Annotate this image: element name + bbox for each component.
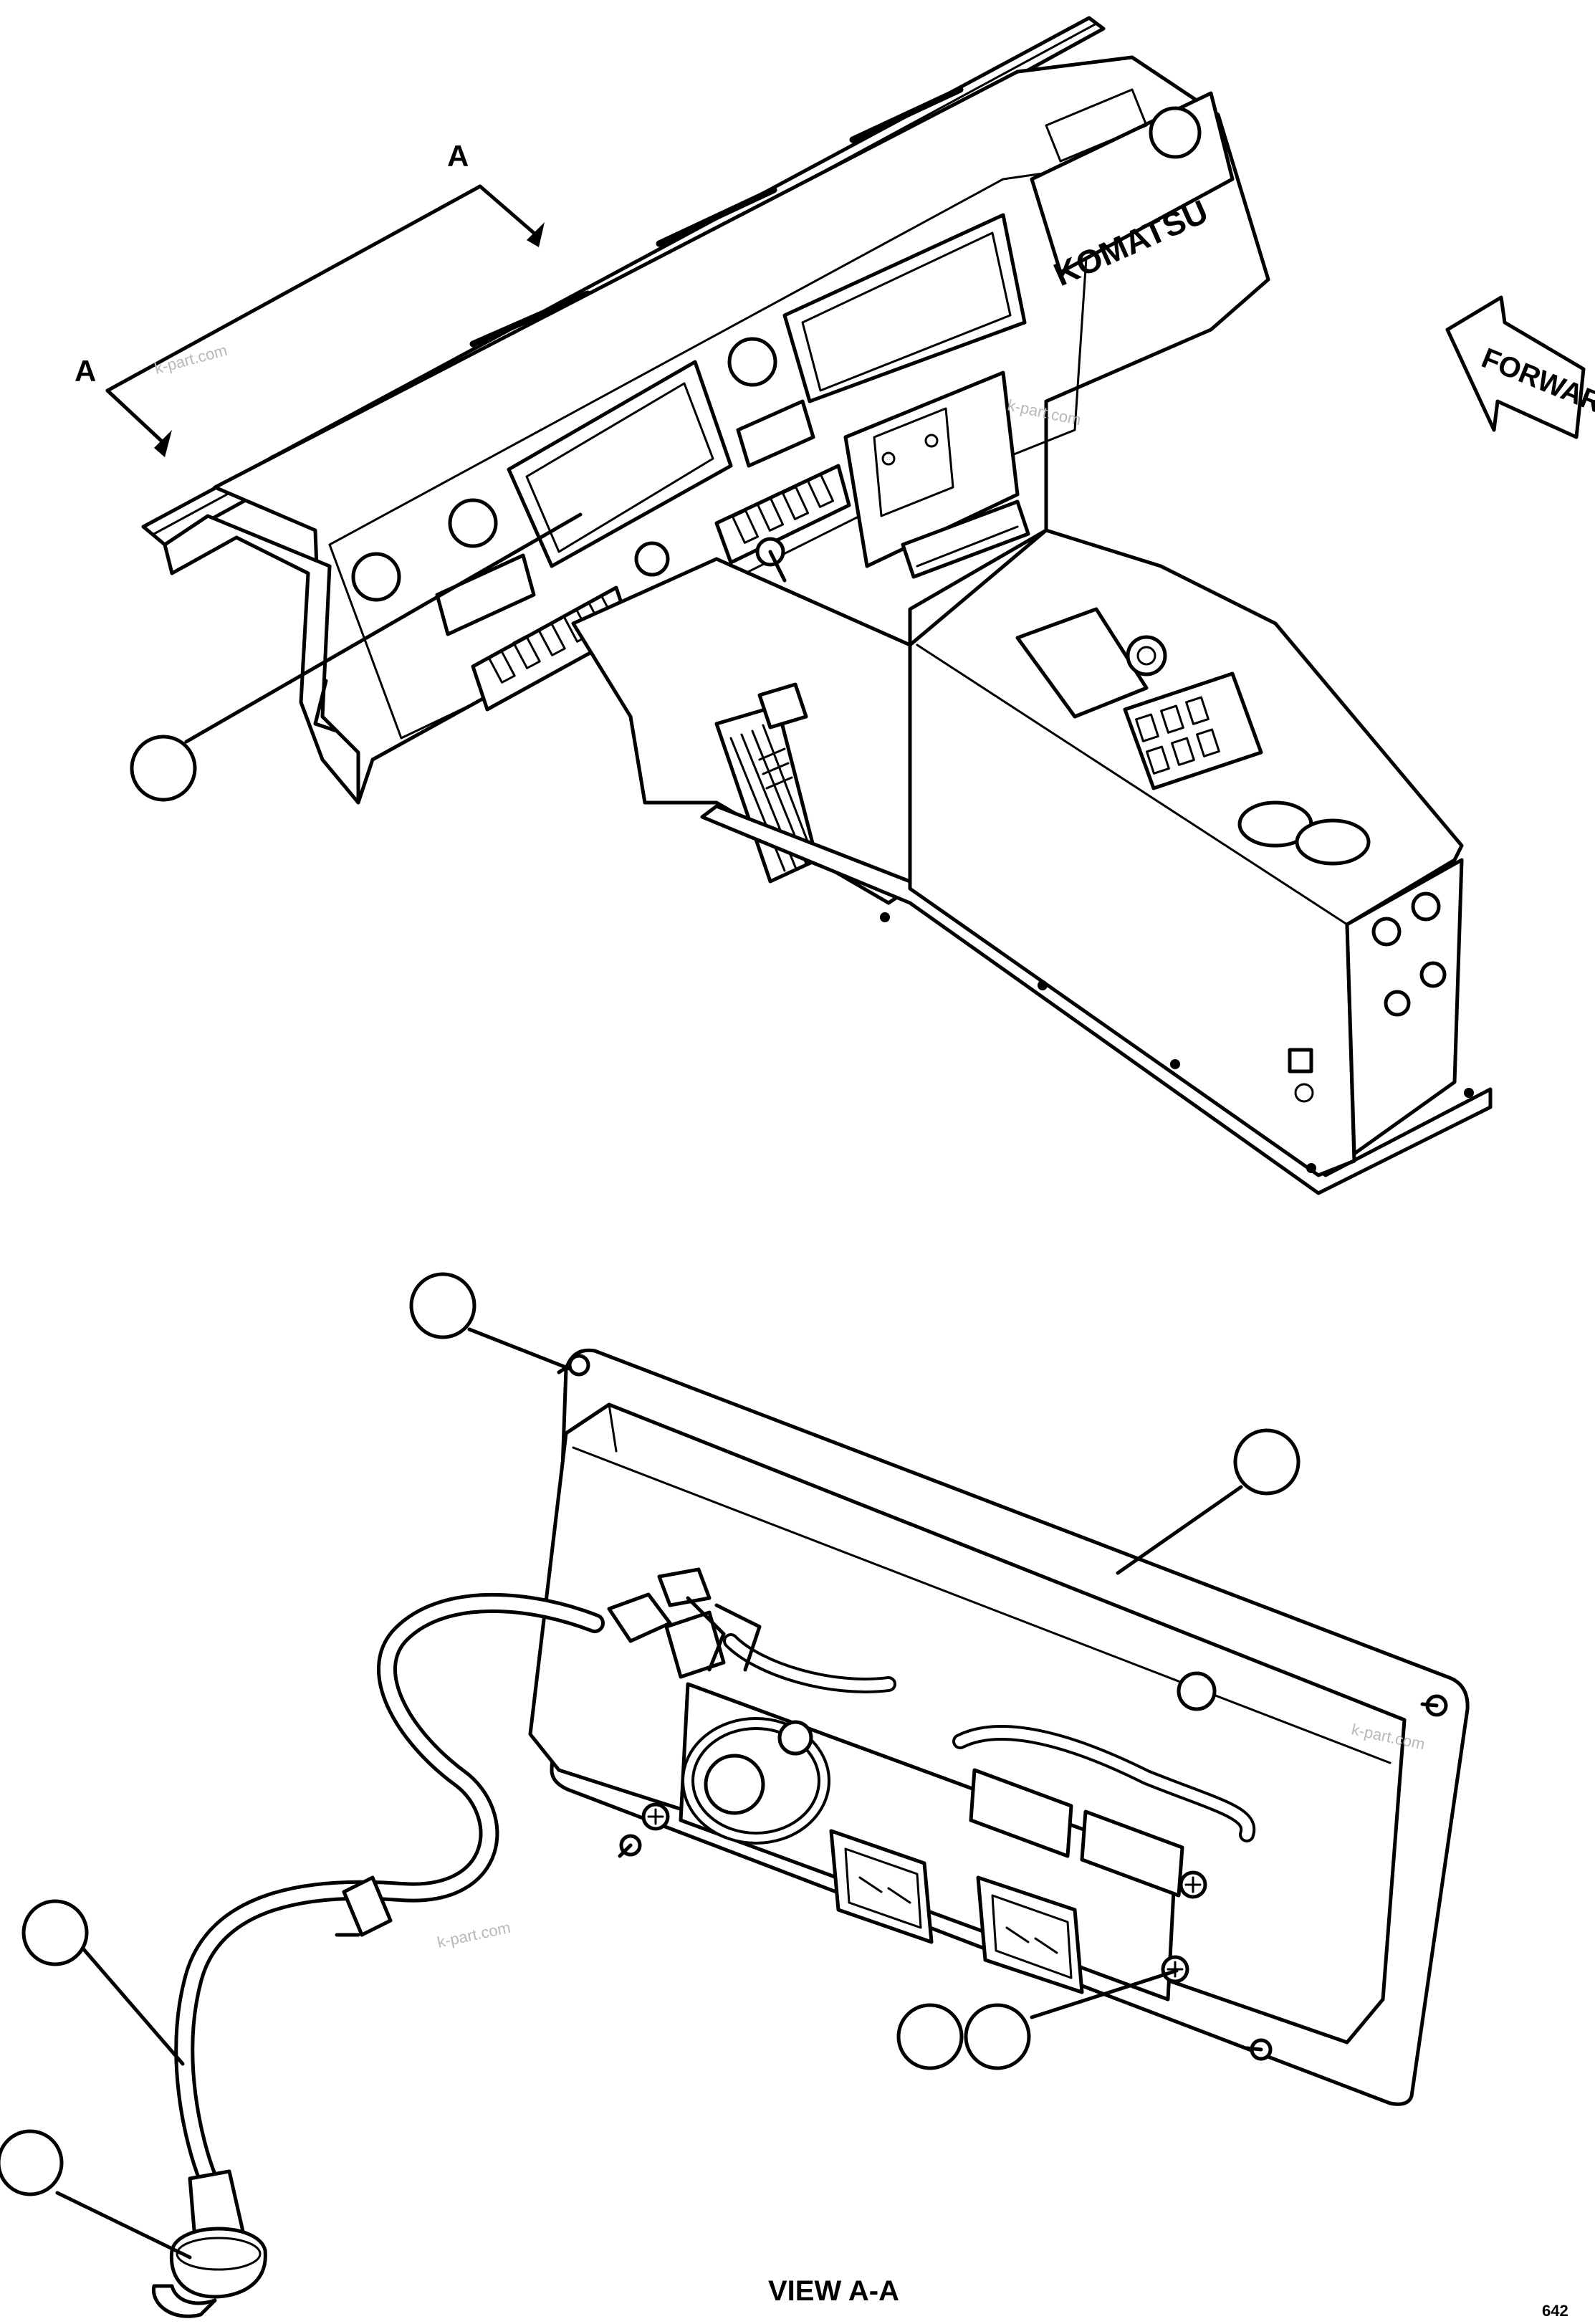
rear-label-plate [1080,1809,1184,1898]
sheet-number: 642 [1542,2302,1568,2320]
dash-gauge-hole [351,552,401,602]
rear-harness [681,1633,1256,1845]
view-caption: VIEW A-A [768,2275,899,2307]
callout-1 [130,735,197,802]
housing-vent-hole [1177,1671,1217,1711]
dash-display-right [782,213,1027,403]
harness-connector-left [829,1829,934,1944]
dash-display-left [507,360,733,568]
right-console [908,528,1464,1177]
dash-label-plate [435,553,536,636]
view-letter-top: A [447,139,469,173]
callout-6 [896,2003,964,2070]
watermark-text: k-part.com [436,1918,512,1951]
view-arrow-a [105,184,545,457]
callout-4 [21,1899,89,1966]
cable-clamp [607,1567,762,1679]
dashboard-assembly: KOMATSU [75,16,1595,1195]
floor-bolts [880,912,1474,1173]
callout-5 [0,2129,64,2196]
callout-7 [964,2003,1031,2070]
mounting-studs [557,1354,1448,2061]
antenna-cable [151,1592,605,2318]
callout-2 [409,1272,476,1339]
ignition-switch [634,537,787,583]
switch-bank-center [714,464,851,565]
dash-gauge-hole [727,337,777,387]
rear-label-plate [969,1768,1073,1858]
harness-connector-right [976,1875,1084,1994]
callout-3 [1233,1428,1301,1496]
panel-screws [641,1802,1207,1984]
control-module [843,370,1030,579]
dash-vent-round [1149,106,1202,159]
forward-arrow: FORWARD [1445,295,1595,439]
view-letter-left: A [75,354,96,388]
dash-gauge-hole [448,498,498,548]
dash-label-plate [736,399,815,468]
view-a-a-assembly: VIEW A-A [0,1272,1470,2318]
